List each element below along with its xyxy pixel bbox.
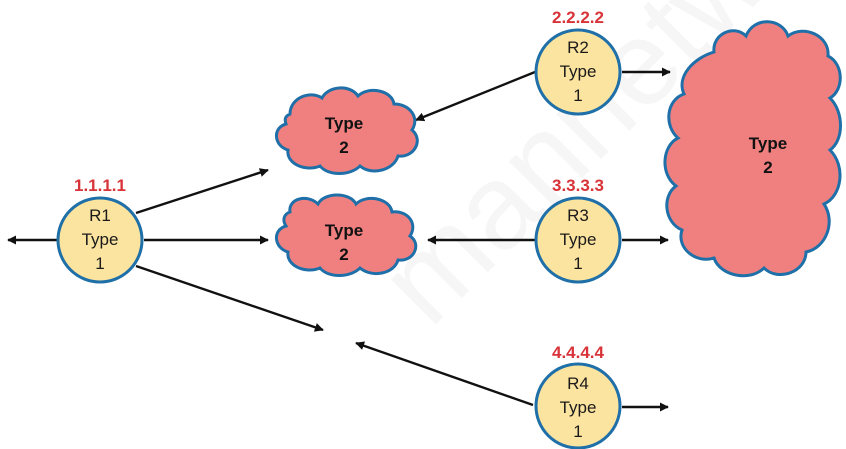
arrow-r2-to-cloud-top: [415, 70, 536, 122]
arrow-r1-to-cloud-top: [135, 168, 269, 215]
router-name: R2: [567, 38, 589, 57]
router-id-label: 4.4.4.4: [552, 343, 605, 362]
router-name: R4: [567, 374, 589, 393]
router-type-word: Type: [560, 230, 597, 249]
cloud-top-word: Type: [325, 114, 363, 133]
cloud-top-num: 2: [339, 138, 348, 157]
arrow-r4-left: [355, 341, 534, 407]
cloud-large-num: 2: [763, 158, 772, 177]
router-id-label: 1.1.1.1: [74, 176, 126, 195]
router-type-word: Type: [560, 398, 597, 417]
router-id-label: 3.3.3.3: [552, 176, 604, 195]
router-circle: [534, 196, 622, 284]
router-r2: 2.2.2.2 R2 Type 1: [534, 8, 622, 116]
router-type-word: Type: [82, 230, 119, 249]
router-name: R3: [567, 206, 589, 225]
router-circle: [56, 196, 144, 284]
router-type-num: 1: [573, 86, 582, 105]
cloud-large: Type 2: [663, 20, 842, 278]
router-type-num: 1: [95, 254, 104, 273]
cloud-middle-word: Type: [325, 221, 363, 240]
router-name: R1: [89, 206, 111, 225]
router-r4: 4.4.4.4 R4 Type 1: [534, 343, 622, 449]
cloud-large-shape: [663, 20, 842, 278]
cloud-top: Type 2: [275, 86, 419, 175]
router-type-word: Type: [560, 62, 597, 81]
cloud-top-shape: [275, 86, 419, 175]
router-id-label: 2.2.2.2: [552, 8, 604, 27]
cloud-middle-shape: [275, 193, 418, 277]
router-type-num: 1: [573, 254, 582, 273]
arrow-r1-down: [135, 264, 324, 332]
cloud-large-word: Type: [749, 134, 787, 153]
router-r1: 1.1.1.1 R1 Type 1: [56, 176, 144, 284]
router-r3: 3.3.3.3 R3 Type 1: [534, 176, 622, 284]
router-type-num: 1: [573, 422, 582, 441]
cloud-middle: Type 2: [275, 193, 418, 277]
cloud-middle-num: 2: [339, 245, 348, 264]
arrows: [7, 67, 671, 412]
router-circle: [534, 28, 622, 116]
router-circle: [534, 362, 622, 449]
